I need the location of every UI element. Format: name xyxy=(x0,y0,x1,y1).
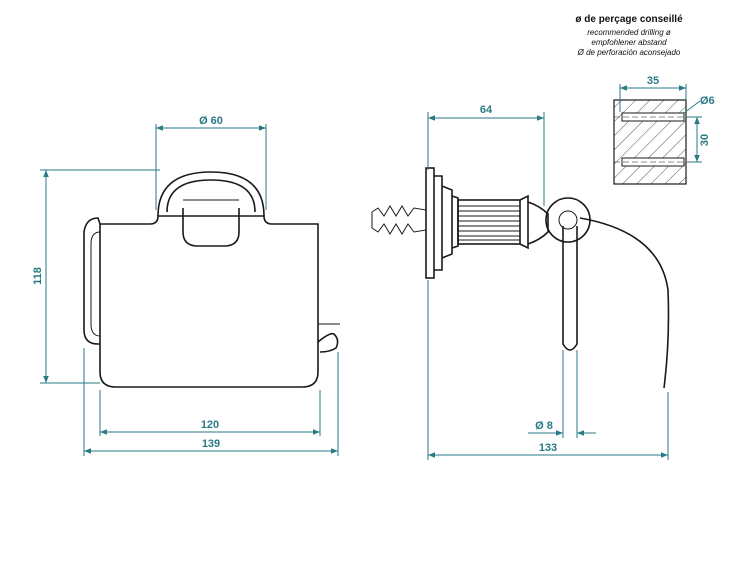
dim-label-139: 139 xyxy=(202,438,220,450)
dim-label-d60: Ø 60 xyxy=(199,115,223,127)
wall-plug xyxy=(371,205,427,235)
cover-plate xyxy=(99,215,319,388)
head-disc xyxy=(545,197,591,243)
drilling-note-es: Ø de perforación aconsejado xyxy=(577,48,681,57)
wall-plate xyxy=(425,167,435,279)
front-view-dimensions: Ø 60 118 120 139 xyxy=(32,115,339,456)
fluted-body xyxy=(457,199,521,245)
drilling-note-de: empfohlener abstand xyxy=(591,38,667,47)
body-taper xyxy=(527,201,549,245)
fluting xyxy=(458,205,520,241)
dim-label-120: 120 xyxy=(201,419,219,431)
wall-plate-step xyxy=(434,175,443,271)
roll-guide-inner xyxy=(90,231,101,337)
holder-rod xyxy=(562,226,578,351)
front-view xyxy=(83,171,340,388)
wire-flap xyxy=(579,217,670,389)
drilling-note-en: recommended drilling ø xyxy=(587,28,671,37)
dim-label-133: 133 xyxy=(539,442,557,454)
arm-block xyxy=(182,208,240,247)
side-view-dimensions: 64 Ø 8 133 xyxy=(427,104,669,460)
dim-label-d8: Ø 8 xyxy=(535,420,553,432)
drilling-note-title: ø de perçage conseillé xyxy=(575,14,683,25)
body-neck xyxy=(451,195,459,249)
dim-label-35: 35 xyxy=(647,75,659,87)
rosette-inner xyxy=(166,179,256,213)
roll-guide-left xyxy=(83,217,101,345)
body-end-ring xyxy=(519,194,529,250)
dim-label-30: 30 xyxy=(699,134,711,146)
wall-plate-collar xyxy=(441,185,453,259)
drilling-detail: 35 Ø6 30 xyxy=(613,75,715,185)
side-view xyxy=(371,167,670,389)
flap-tab xyxy=(317,332,339,353)
dim-label-d6: Ø6 xyxy=(700,95,715,107)
head-pin xyxy=(558,210,578,230)
dim-label-118: 118 xyxy=(32,267,44,285)
rosette-outer xyxy=(157,171,265,217)
dim-leader-d6 xyxy=(683,100,701,114)
dim-label-64: 64 xyxy=(480,104,493,116)
